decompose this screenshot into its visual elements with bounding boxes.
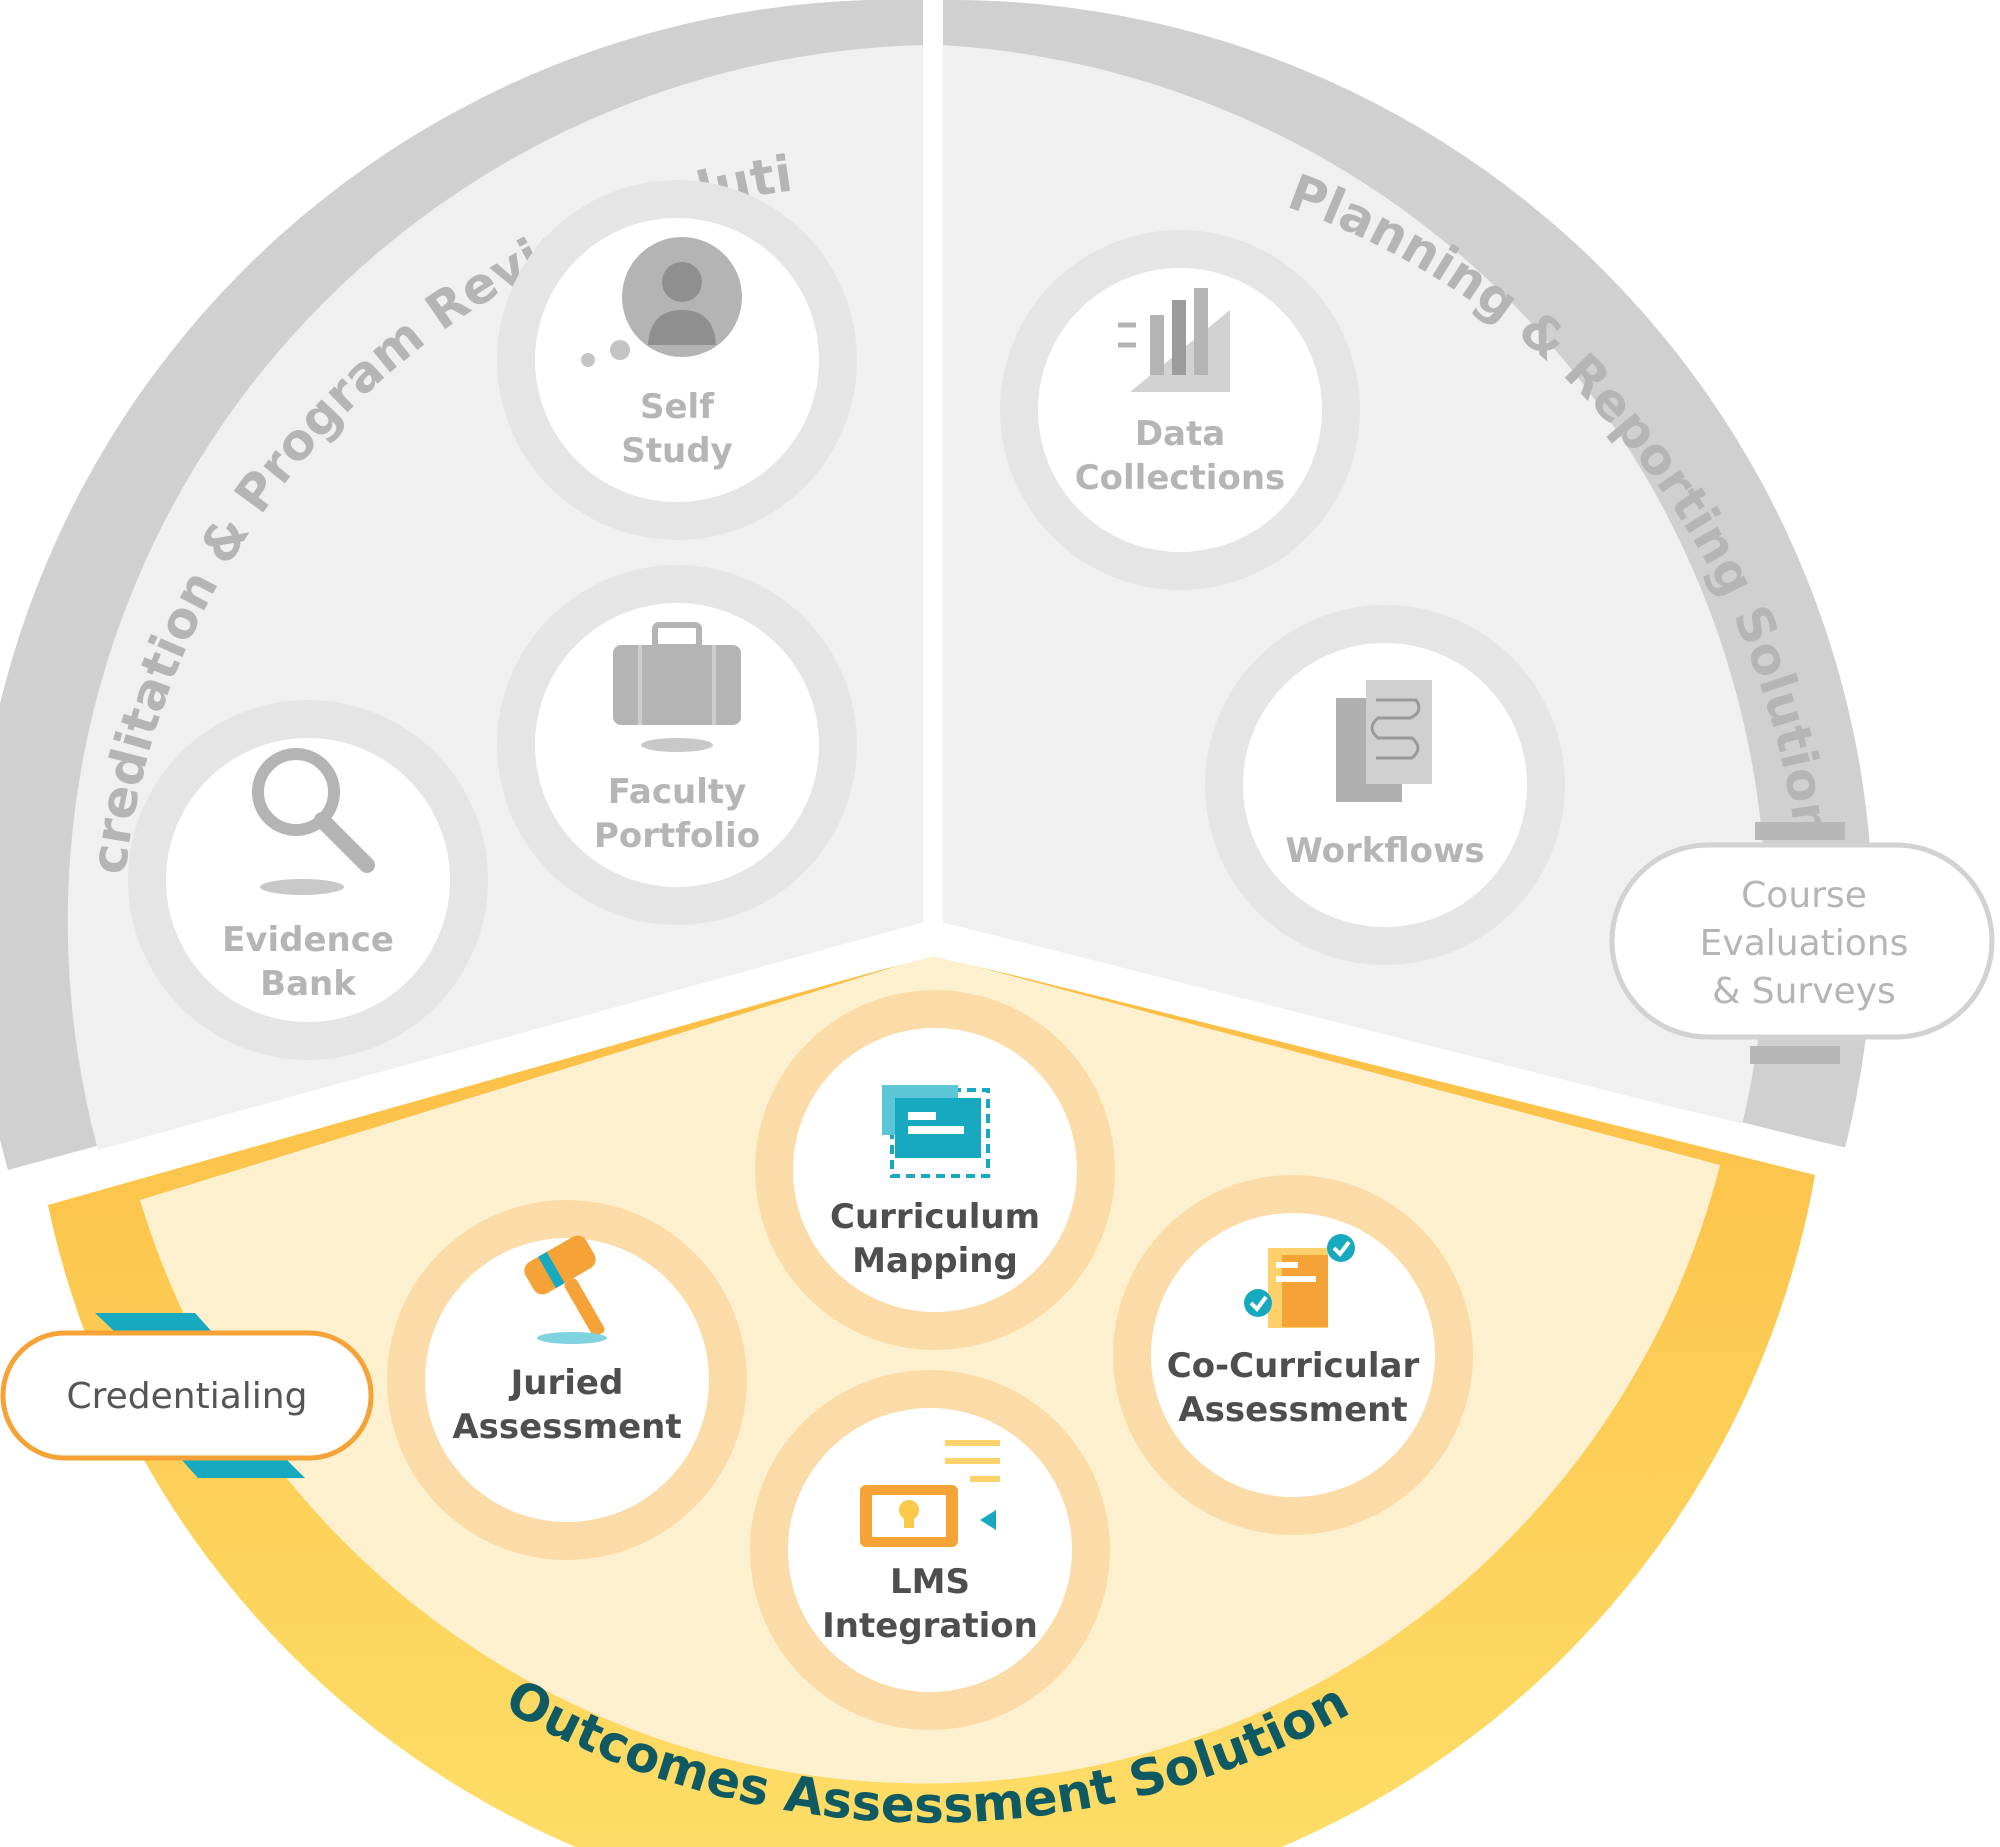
node-label-line-1: Evidence <box>222 920 394 960</box>
node-label-line-1: LMS <box>890 1562 970 1602</box>
outcomes-segment <box>140 955 1720 1784</box>
node-label-line-2: Collections <box>1075 458 1286 498</box>
divider-right <box>930 934 1853 1171</box>
faculty-portfolio-node[interactable]: Faculty Portfolio <box>497 565 857 925</box>
node-label-line-1: Workflows <box>1285 831 1484 871</box>
divider-left <box>17 934 936 1196</box>
workflows-node[interactable]: Workflows <box>1205 605 1565 965</box>
node-label-line-1: Juried <box>509 1363 624 1403</box>
pill-connector-bottom <box>180 1458 305 1478</box>
node-label-line-2: Integration <box>822 1606 1038 1646</box>
node-disc <box>788 1408 1072 1692</box>
briefcase-icon <box>613 622 741 752</box>
node-label-line-1: Co-Curricular <box>1167 1346 1420 1386</box>
person-thought-icon <box>581 237 742 367</box>
pill-line-1: Course <box>1741 875 1867 916</box>
node-label-line-1: Curriculum <box>830 1197 1040 1237</box>
pill-connector-bottom <box>1750 1046 1840 1064</box>
checklist-icon <box>1244 1234 1355 1328</box>
node-label-line-1: Self <box>640 387 715 427</box>
pill-line-1: Credentialing <box>67 1376 308 1417</box>
lms-integration-node[interactable]: LMS Integration <box>750 1370 1110 1730</box>
bar-chart-icon <box>1118 288 1230 392</box>
screens-map-icon <box>882 1085 990 1178</box>
data-collections-node[interactable]: Data Collections <box>1000 230 1360 590</box>
magnifier-icon <box>252 748 375 895</box>
workflow-document-icon <box>1336 680 1432 802</box>
node-disc <box>535 218 819 502</box>
course-evaluations-pill[interactable]: Course Evaluations & Surveys <box>1609 822 1995 1064</box>
curriculum-mapping-node[interactable]: Curriculum Mapping <box>755 990 1115 1350</box>
node-label-line-2: Assessment <box>452 1407 681 1447</box>
evidence-bank-node[interactable]: Evidence Bank <box>128 700 488 1060</box>
self-study-node[interactable]: Self Study <box>497 180 857 540</box>
node-disc <box>793 1028 1077 1312</box>
pill-line-3: & Surveys <box>1712 971 1896 1012</box>
pill-body <box>1609 842 1995 1040</box>
lightbulb-screen-icon <box>860 1440 1000 1547</box>
node-disc <box>1151 1213 1435 1497</box>
gavel-icon <box>524 1235 607 1344</box>
pill-body <box>0 1330 374 1461</box>
node-label-line-2: Study <box>621 431 732 471</box>
pill-connector-top <box>1755 822 1845 840</box>
credentialing-pill[interactable]: Credentialing <box>0 1313 374 1478</box>
node-label-line-1: Faculty <box>608 772 747 812</box>
co-curricular-assessment-node[interactable]: Co-Curricular Assessment <box>1113 1175 1473 1535</box>
node-label-line-2: Assessment <box>1178 1390 1407 1430</box>
node-disc <box>425 1238 709 1522</box>
node-label-line-2: Mapping <box>852 1241 1018 1281</box>
node-label-line-2: Bank <box>260 964 357 1004</box>
node-label-line-1: Data <box>1135 414 1225 454</box>
juried-assessment-node[interactable]: Juried Assessment <box>387 1200 747 1560</box>
pill-line-2: Evaluations <box>1700 923 1909 964</box>
pill-connector-top <box>95 1313 212 1332</box>
node-label-line-2: Portfolio <box>594 816 760 856</box>
node-disc <box>1038 268 1322 552</box>
